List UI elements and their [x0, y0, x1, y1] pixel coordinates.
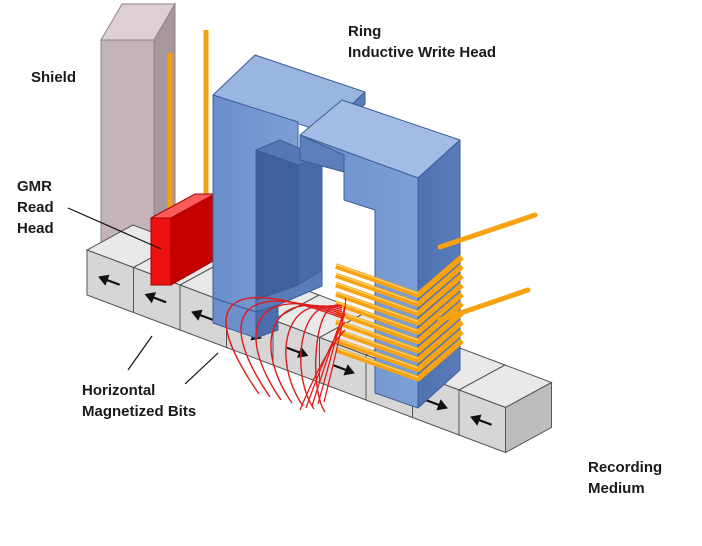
arrow-left-icon — [144, 292, 167, 304]
coil-lead-lower — [437, 287, 531, 323]
coil-turn — [335, 301, 464, 345]
coil-turn-highlight — [335, 263, 419, 295]
field-line — [255, 303, 343, 401]
coil-turn-highlight — [335, 319, 419, 350]
coil-lead-upper — [437, 212, 538, 250]
field-line — [299, 329, 346, 411]
arrow-right-icon — [286, 346, 309, 358]
coil-turn — [335, 310, 464, 354]
coil-turn — [335, 338, 464, 382]
arrow-right-icon — [426, 399, 448, 411]
ring-label-line1: Ring — [348, 23, 382, 40]
coil-turn — [335, 320, 464, 363]
arrow-left-icon — [98, 274, 120, 286]
field-line — [323, 297, 347, 403]
arrow-left-icon — [470, 414, 492, 426]
gmr-label-line1: GMR — [17, 178, 52, 195]
field-line — [317, 305, 346, 405]
gmr-label-line3: Head — [17, 220, 54, 237]
read-head-leads — [167, 30, 209, 212]
coil-turn — [335, 292, 464, 335]
fringe-field-lines — [225, 297, 347, 413]
field-line — [225, 297, 343, 395]
coil-turn-highlight — [335, 347, 419, 378]
coil-turn-highlight — [335, 291, 419, 322]
coil-turn-highlight — [335, 310, 419, 341]
recording-medium-label-line1: Recording — [588, 459, 663, 476]
arrow-left-icon — [191, 309, 213, 321]
recording-medium-label-line2: Medium — [588, 480, 645, 497]
gmr-read-head — [150, 193, 216, 286]
leader-lines — [67, 207, 219, 385]
write-coil — [335, 212, 538, 382]
shield-label: Shield — [31, 69, 77, 86]
coil-turn — [335, 273, 464, 317]
coil-turn — [335, 282, 464, 326]
field-line — [240, 300, 343, 398]
coil-turn — [335, 329, 464, 373]
arrow-right-icon — [333, 364, 355, 376]
coil-turn-highlight — [335, 273, 419, 304]
coil-turn — [335, 254, 464, 298]
coil-turn-highlight — [335, 282, 419, 313]
coil-turn-highlight — [335, 301, 419, 332]
ring-label-line2: Inductive Write Head — [348, 44, 497, 61]
gmr-label-line2: Read — [17, 199, 54, 216]
coil-turn — [335, 264, 464, 308]
coil-turn-highlight — [335, 329, 419, 360]
horizontal-bits-label-line1: Horizontal — [82, 382, 156, 399]
horizontal-bits-label-line2: Magnetized Bits — [82, 403, 197, 420]
coil-turn-highlight — [335, 338, 419, 369]
